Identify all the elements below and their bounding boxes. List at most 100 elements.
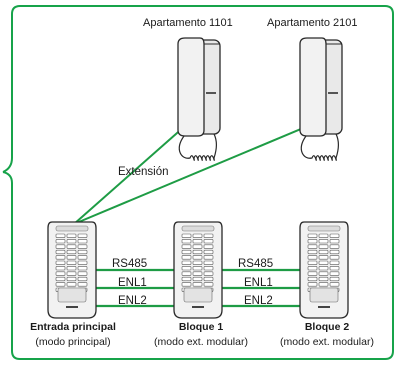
- keypad-main-entrance-key: [55, 244, 66, 249]
- keypad-main-entrance-key: [55, 276, 66, 282]
- keypad-main-entrance-key: [66, 266, 77, 271]
- keypad-block-1-key: [181, 249, 192, 255]
- unit-name-main-entrance: Entrada principal: [30, 321, 116, 333]
- handset-2101-brand-mark: [328, 92, 338, 94]
- keypad-block-2-key: [318, 271, 329, 276]
- keypad-main-entrance-key: [66, 239, 77, 244]
- keypad-block-1: [173, 221, 223, 319]
- keypad-block-2-key: [307, 249, 318, 255]
- keypad-main-entrance-key: [55, 233, 66, 238]
- keypad-block-2-key: [318, 239, 329, 244]
- keypad-block-2-key: [318, 249, 329, 255]
- keypad-main-entrance-key: [77, 244, 88, 249]
- keypad-block-2-key: [329, 266, 340, 271]
- keypad-block-2-key: [307, 244, 318, 249]
- keypad-block-2-key: [329, 260, 340, 265]
- keypad-main-entrance-key: [66, 255, 77, 260]
- keypad-main-entrance-key: [66, 249, 77, 255]
- keypad-block-1-key: [203, 239, 214, 244]
- keypad-block-1-key: [192, 239, 203, 244]
- keypad-block-1-key: [203, 260, 214, 265]
- keypad-block-1-key: [192, 249, 203, 255]
- handset-1101-cord: [178, 133, 217, 161]
- unit-name-block-1: Bloque 1: [178, 321, 224, 333]
- keypad-main-entrance-brand-mark: [66, 306, 78, 308]
- handset-1101-handset: [177, 37, 205, 137]
- keypad-main-entrance-key: [55, 282, 66, 287]
- keypad-block-1-key: [181, 271, 192, 276]
- keypad-block-2-key: [329, 271, 340, 276]
- keypad-block-1-key: [192, 233, 203, 238]
- keypad-block-2-key: [307, 276, 318, 282]
- keypad-block-2-key: [307, 255, 318, 260]
- keypad-main-entrance-key: [77, 255, 88, 260]
- extension-label: Extensión: [118, 166, 169, 178]
- keypad-block-1-key: [181, 266, 192, 271]
- keypad-main-entrance-key: [55, 239, 66, 244]
- keypad-block-2-key: [307, 271, 318, 276]
- keypad-block-2-key: [307, 260, 318, 265]
- keypad-block-2: [299, 221, 349, 319]
- keypad-main-entrance-key: [66, 244, 77, 249]
- keypad-main-entrance-speaker: [57, 287, 87, 303]
- keypad-block-2-key: [318, 244, 329, 249]
- keypad-block-1-key: [192, 266, 203, 271]
- keypad-block-1-brand-mark: [192, 306, 204, 308]
- keypad-main-entrance-key: [66, 276, 77, 282]
- keypad-block-1-key: [203, 233, 214, 238]
- keypad-main-entrance-key: [66, 260, 77, 265]
- keypad-main-entrance-key: [77, 249, 88, 255]
- keypad-block-1-key: [181, 276, 192, 282]
- keypad-block-1-key: [203, 244, 214, 249]
- frame-notch: [2, 5, 21, 173]
- keypad-main-entrance-key: [55, 271, 66, 276]
- keypad-block-2-key: [329, 255, 340, 260]
- keypad-main-entrance-key: [77, 271, 88, 276]
- keypad-block-1-key: [192, 282, 203, 287]
- keypad-block-1-key: [203, 266, 214, 271]
- keypad-block-2-key: [329, 244, 340, 249]
- keypad-block-1-key: [203, 282, 214, 287]
- bus-label-enl1-1: ENL1: [118, 277, 147, 289]
- handset-1101: [177, 37, 221, 161]
- bus-label-enl1-2: ENL1: [244, 277, 273, 289]
- keypad-block-1-key: [192, 255, 203, 260]
- bus-label-rs485-1: RS485: [112, 258, 148, 270]
- keypad-block-2-key: [329, 282, 340, 287]
- keypad-main-entrance-key: [77, 282, 88, 287]
- keypad-block-1-key: [181, 255, 192, 260]
- keypad-main-entrance-key: [55, 249, 66, 255]
- keypad-block-1-key: [192, 271, 203, 276]
- frame-border: [2, 5, 394, 360]
- handset-2101: [299, 37, 343, 161]
- bus-label-enl2-2: ENL2: [244, 295, 273, 307]
- unit-mode-block-2: (modo ext. modular): [280, 336, 374, 348]
- keypad-block-1-speaker: [183, 287, 213, 303]
- keypad-block-2-top-strip: [307, 225, 341, 232]
- keypad-block-1-key: [203, 271, 214, 276]
- keypad-block-1-key: [181, 233, 192, 238]
- keypad-block-2-brand-mark: [318, 306, 330, 308]
- keypad-block-2-key: [318, 255, 329, 260]
- keypad-block-2-key: [329, 239, 340, 244]
- keypad-block-2-key: [307, 239, 318, 244]
- keypad-block-2-key: [307, 282, 318, 287]
- keypad-block-1-key: [203, 249, 214, 255]
- keypad-block-1-key: [192, 276, 203, 282]
- keypad-block-2-key: [329, 249, 340, 255]
- keypad-block-2-key: [329, 276, 340, 282]
- unit-mode-block-1: (modo ext. modular): [154, 336, 248, 348]
- keypad-main-entrance-key: [77, 266, 88, 271]
- keypad-main-entrance-key: [66, 271, 77, 276]
- extension-wire-2101: [73, 125, 309, 225]
- handset-2101-handset: [299, 37, 327, 137]
- keypad-main-entrance-key: [77, 276, 88, 282]
- apartment-label-1101: Apartamento 1101: [143, 17, 233, 29]
- keypad-block-1-key: [192, 244, 203, 249]
- keypad-main-entrance-top-strip: [55, 225, 89, 232]
- keypad-main-entrance-key: [66, 233, 77, 238]
- keypad-main-entrance-key: [55, 255, 66, 260]
- extension-wire-1101: [73, 125, 186, 225]
